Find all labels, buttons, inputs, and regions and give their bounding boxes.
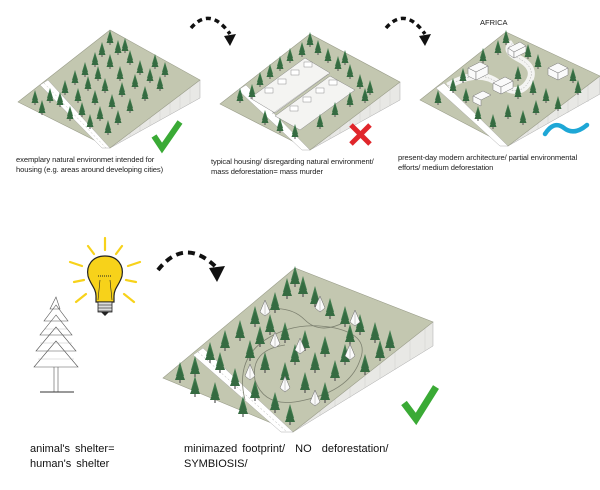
panel-typical-housing: [210, 28, 401, 153]
tree-sketch-icon: [33, 296, 79, 393]
checkmark-icon: [401, 385, 439, 426]
panel-natural: [10, 20, 201, 150]
dashed-arrow-icon: [189, 16, 236, 46]
tilde-icon: [542, 122, 590, 137]
caption-typical-housing: typical housing/ disregarding natural en…: [211, 157, 374, 176]
panel-symbiosis: [155, 250, 435, 435]
caption-idea: animal's shelter= human's shelter: [30, 443, 115, 470]
modern-terrain-illustration: [419, 31, 600, 147]
label-africa: AFRICA: [480, 18, 508, 27]
checkmark-icon: [151, 120, 183, 154]
panel-modern-architecture: [408, 28, 600, 150]
trees-group: [175, 266, 395, 425]
dashed-arrow-icon: [384, 16, 431, 46]
caption-natural: exemplary natural environmet intended fo…: [16, 155, 164, 174]
dashed-arrow-icon: [156, 250, 225, 282]
caption-modern-architecture: present-day modern architecture/ partial…: [398, 153, 578, 172]
caption-symbiosis: minimazed footprint/ NO deforestation/ S…: [184, 443, 389, 470]
cross-icon: [349, 123, 372, 146]
lightbulb-icon: [68, 236, 142, 316]
